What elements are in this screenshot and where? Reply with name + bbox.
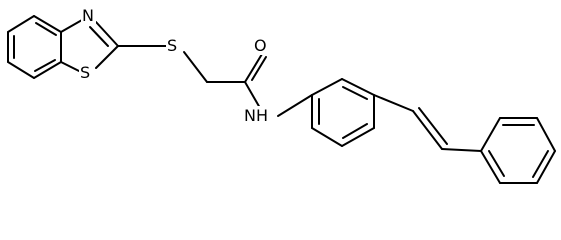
atom-label-ring-n: N [81, 6, 96, 25]
carbonyl-oxygen-label: O [254, 36, 267, 55]
amide-nh-label: NH [244, 106, 268, 125]
ring-sulfur-label: S [80, 63, 90, 82]
molecule-structure: N S S O NH [7, 6, 556, 184]
benzothiazole-benzene-ring [7, 15, 62, 79]
atom-label-amide-nh: NH [243, 106, 271, 125]
central-benzene-ring [277, 78, 375, 147]
terminal-phenyl-ring [480, 117, 556, 184]
benzothiazole-thiazole-ring [60, 19, 119, 73]
ring-nitrogen-label: N [82, 6, 94, 25]
thioether-sulfur-label: S [167, 36, 177, 55]
atom-label-ring-s: S [79, 63, 93, 82]
thioacetamide-linker [117, 45, 267, 109]
vinylene-linker [373, 94, 482, 152]
atom-label-carbonyl-o: O [253, 36, 268, 55]
structure-canvas: N S S O NH [7, 6, 556, 184]
atom-label-thioether-s: S [166, 36, 180, 55]
